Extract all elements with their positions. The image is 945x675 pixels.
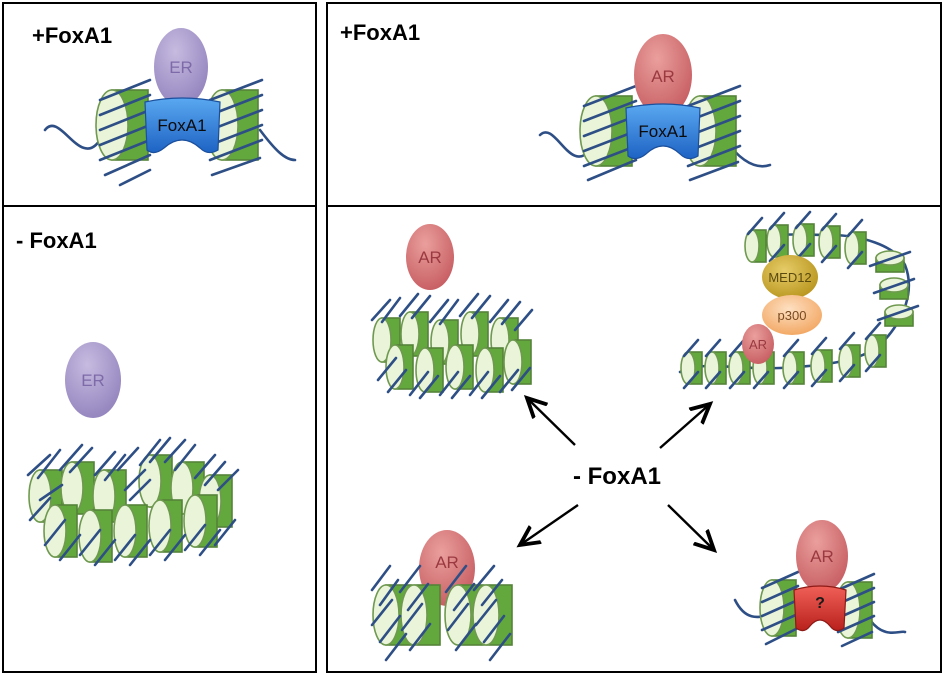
nucleosome — [683, 84, 742, 182]
dna-strand — [43, 124, 297, 162]
er-closed-chromatin: ER — [26, 342, 240, 567]
compact-chromatin — [26, 436, 240, 567]
nucleosome — [370, 564, 513, 662]
ar-protein — [406, 224, 454, 290]
panel-top-left-title: +FoxA1 — [32, 23, 112, 48]
nucleosome — [579, 84, 638, 182]
arrow-to-unknown-factor — [667, 504, 714, 550]
p300-label: p300 — [778, 308, 807, 323]
foxa1-protein — [144, 97, 221, 154]
foxa1-label: FoxA1 — [157, 116, 206, 135]
ar-label: AR — [810, 547, 834, 566]
ar-protein — [742, 324, 774, 364]
med12-protein — [762, 255, 818, 299]
er-label: ER — [169, 58, 193, 77]
er-foxa1-complex: ER FoxA1 — [43, 28, 297, 187]
arrow-to-open-chromatin — [520, 504, 579, 545]
panel-bottom-left-title: - FoxA1 — [16, 228, 97, 253]
ar-open-chromatin: AR — [370, 530, 513, 662]
ar-protein — [634, 34, 692, 116]
ar-protein — [796, 520, 848, 592]
foxa1-label: FoxA1 — [638, 122, 687, 141]
ar-closed-chromatin: AR — [370, 224, 534, 400]
ar-label: AR — [749, 337, 767, 352]
med12-label: MED12 — [768, 270, 811, 285]
p300-protein — [762, 295, 822, 335]
er-protein — [65, 342, 121, 418]
ar-foxa1-complex: AR FoxA1 — [538, 34, 772, 182]
er-protein — [154, 28, 208, 106]
unknown-factor-label: ? — [815, 595, 825, 612]
ar-label: AR — [435, 553, 459, 572]
unknown-factor — [793, 585, 847, 632]
panel-top-right-title: +FoxA1 — [340, 20, 420, 45]
center-label: - FoxA1 — [573, 463, 661, 490]
ar-chromatin-loop: MED12 p300 AR — [678, 210, 920, 390]
er-label: ER — [81, 371, 105, 390]
ar-label: AR — [418, 248, 442, 267]
arrow-to-chromatin-loop — [659, 404, 710, 449]
compact-chromatin — [370, 292, 534, 400]
arrow-to-closed-chromatin — [527, 398, 576, 446]
nucleosome — [759, 570, 800, 646]
panel-top-right — [326, 2, 942, 207]
ar-unknown-factor-complex: AR ? — [733, 520, 907, 648]
foxa1-protein — [625, 103, 701, 160]
ar-label: AR — [651, 67, 675, 86]
